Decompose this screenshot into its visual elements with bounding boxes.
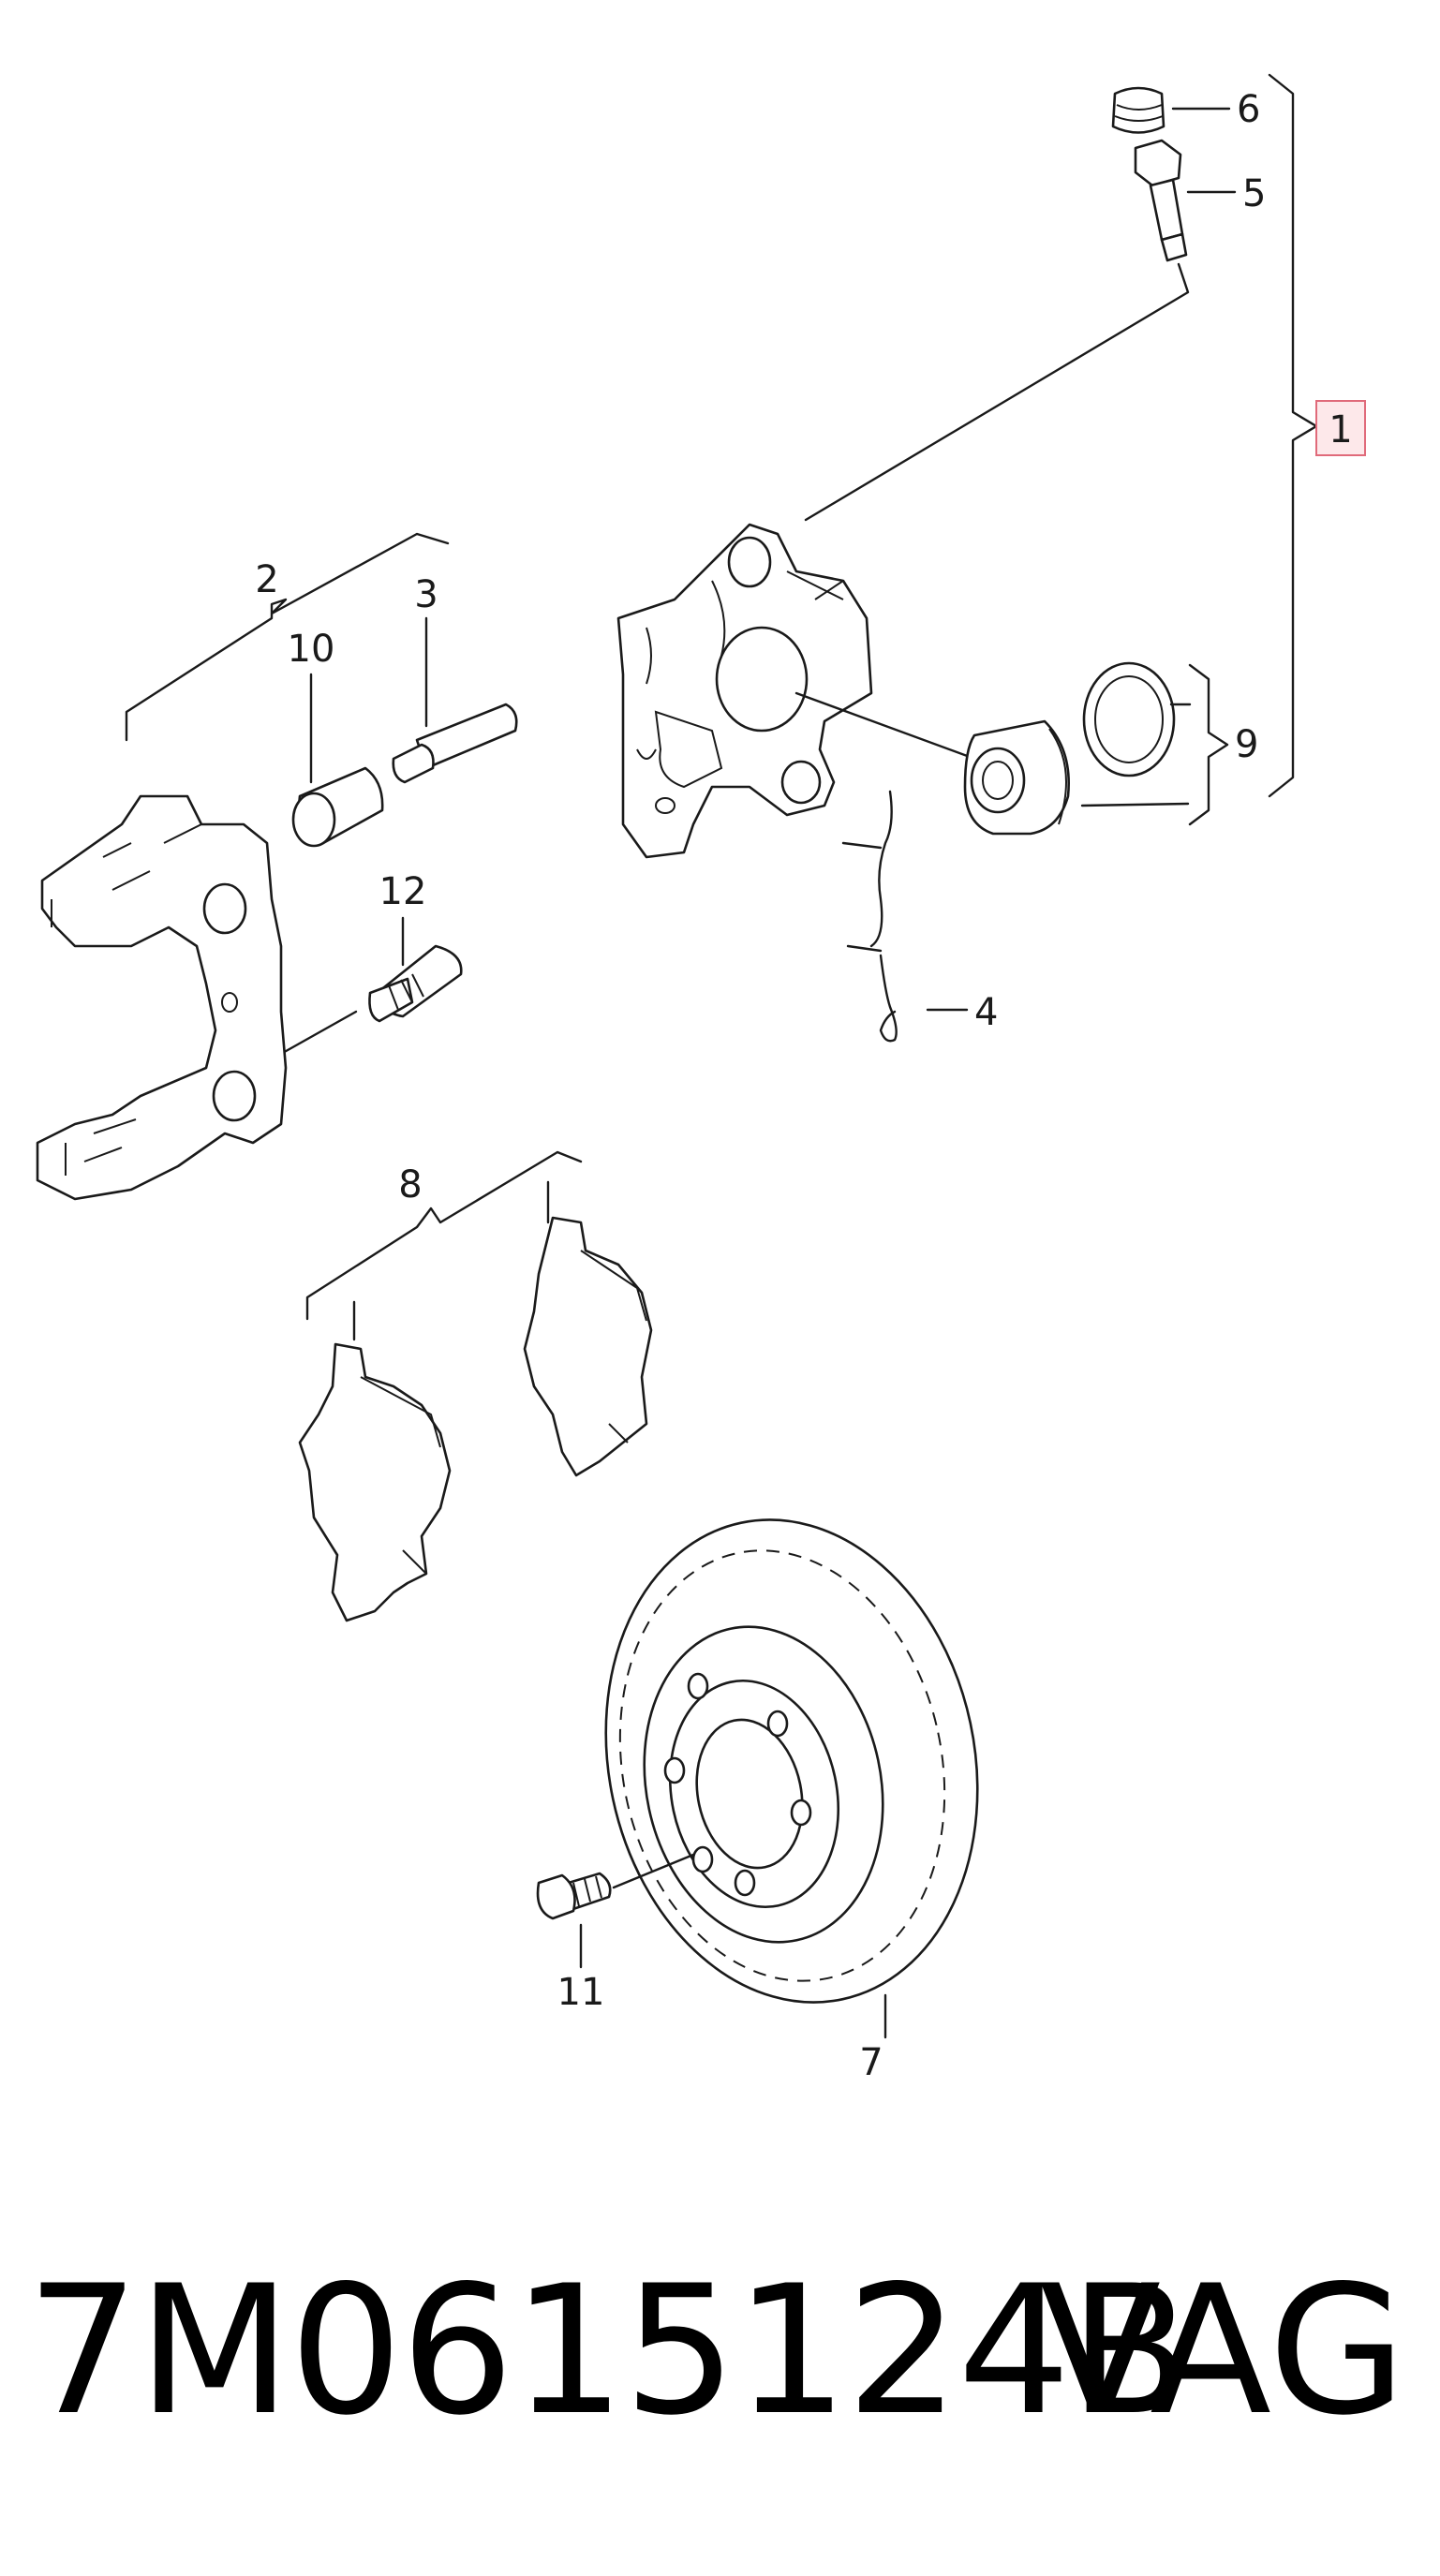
callout-4: 4 <box>974 991 998 1034</box>
callout-5: 5 <box>1242 172 1266 215</box>
part-3-guide-pin: 3 <box>392 573 518 784</box>
part-number-label: 7M0615124B <box>26 2247 1191 2454</box>
part-5-bleed-valve: 5 <box>804 139 1266 522</box>
exploded-parts-diagram: 1 6 5 9 <box>36 73 1366 2084</box>
brand-label: VAG <box>1039 2247 1406 2454</box>
part-9-piston-seal: 9 <box>794 661 1258 836</box>
bracket-1: 1 <box>1268 73 1366 798</box>
callout-2: 2 <box>255 558 278 601</box>
footer: 7M0615124B VAG <box>0 2239 1440 2464</box>
part-1-caliper-housing <box>616 523 873 859</box>
part-6-bleed-cap: 6 <box>1111 86 1260 134</box>
part-2-carrier-bracket <box>36 794 288 1201</box>
part-8-brake-pad-right <box>523 1216 653 1477</box>
bracket-8: 8 <box>305 1150 583 1341</box>
highlight-box-1 <box>1315 400 1366 456</box>
part-11-disc-screw: 11 <box>536 1853 695 2014</box>
part-7-brake-disc: 7 <box>604 1518 979 2084</box>
callout-10: 10 <box>288 628 335 671</box>
part-10-bushing: 10 <box>288 628 384 848</box>
callout-12: 12 <box>379 870 427 913</box>
callout-6: 6 <box>1237 88 1260 131</box>
callout-7: 7 <box>859 2041 883 2084</box>
part-8-brake-pad-left <box>298 1342 452 1622</box>
part-4-wear-sensor: 4 <box>841 790 998 1043</box>
callout-9: 9 <box>1235 723 1258 766</box>
bracket-2: 2 <box>125 532 450 742</box>
callout-3: 3 <box>414 573 438 616</box>
callout-1: 1 <box>1329 408 1352 452</box>
callout-11: 11 <box>557 1971 605 2014</box>
callout-8: 8 <box>398 1163 422 1207</box>
part-12-carrier-bolt: 12 <box>279 870 463 1056</box>
